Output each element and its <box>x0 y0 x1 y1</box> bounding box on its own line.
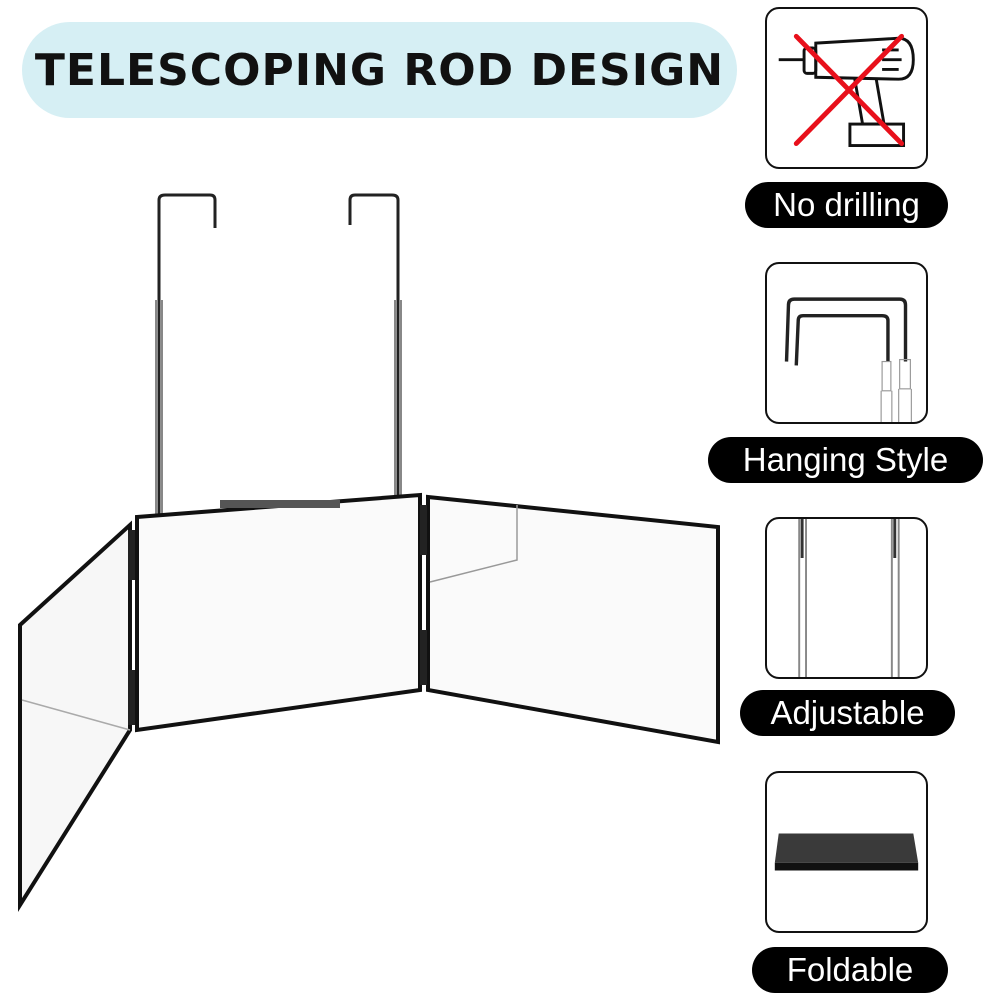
adjustable-box <box>765 517 928 679</box>
telescoping-rod-icon <box>798 519 900 677</box>
foldable-box <box>765 771 928 933</box>
folded-mirror-icon <box>774 833 919 871</box>
title-text: TELESCOPING ROD DESIGN <box>34 44 725 96</box>
center-mirror-panel <box>135 492 422 733</box>
feature-label-no-drilling: No drilling <box>745 182 948 228</box>
three-way-mirror-image <box>18 193 720 912</box>
right-mirror-panel <box>426 494 720 745</box>
title-banner: TELESCOPING ROD DESIGN <box>22 22 737 118</box>
telescoping-rods <box>155 193 402 515</box>
no-drilling-box <box>765 7 928 169</box>
hanging-style-box <box>765 262 928 424</box>
no-drill-icon <box>778 33 915 148</box>
hook-icon <box>784 297 912 422</box>
feature-label-adjustable: Adjustable <box>740 690 955 736</box>
feature-label-foldable: Foldable <box>752 947 948 993</box>
feature-label-hanging-style: Hanging Style <box>708 437 983 483</box>
